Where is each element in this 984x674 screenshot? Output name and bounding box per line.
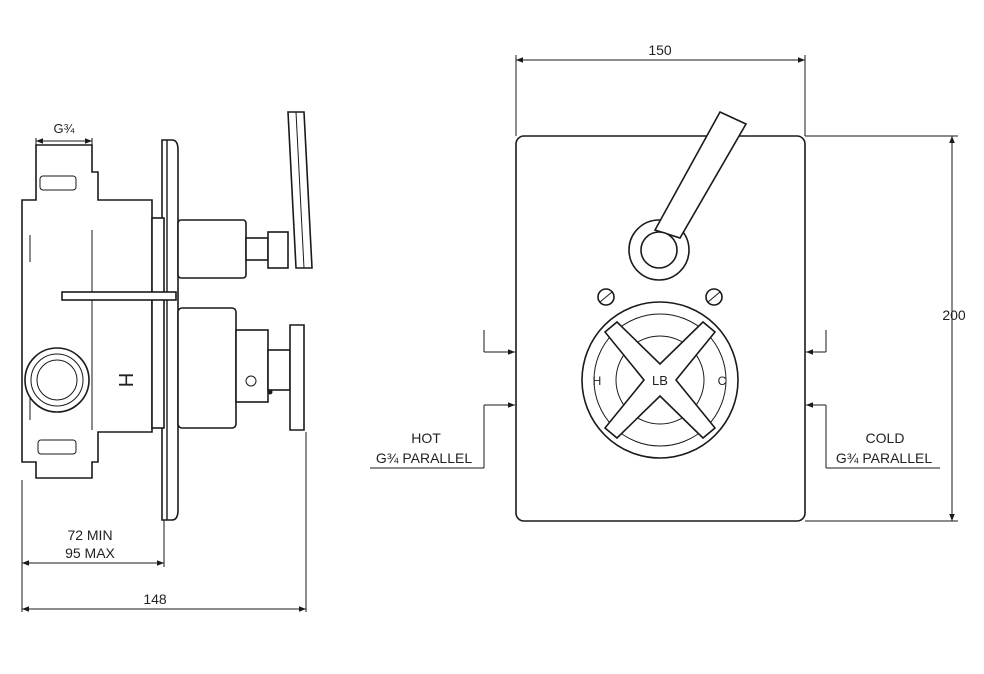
hot-inlet-port bbox=[24, 347, 90, 413]
screw-right bbox=[705, 288, 723, 306]
cold-label-line2: G¾ PARALLEL bbox=[836, 450, 932, 466]
handle-cold-mark: C bbox=[718, 374, 727, 388]
front-width-dimension: 150 bbox=[515, 42, 806, 136]
lever-assembly-side bbox=[177, 111, 313, 279]
hot-label-line2: G¾ PARALLEL bbox=[376, 450, 472, 466]
front-height-label: 200 bbox=[942, 307, 966, 323]
cover-plate-side bbox=[151, 139, 179, 521]
side-hot-mark: H bbox=[114, 373, 136, 387]
depth-max-label: 95 MAX bbox=[65, 545, 115, 561]
hot-label-line1: HOT bbox=[411, 430, 441, 446]
side-view: H G¾ bbox=[21, 111, 313, 612]
cross-handle-assembly-side bbox=[177, 307, 305, 431]
valve-body bbox=[21, 144, 153, 479]
front-view: H C LB 150 200 HOT G¾ PARALLEL bbox=[370, 42, 966, 522]
side-width-label: 148 bbox=[143, 591, 167, 607]
depth-dimension: 72 MIN 95 MAX bbox=[21, 480, 165, 612]
depth-min-label: 72 MIN bbox=[67, 527, 112, 543]
cross-handle-front: H C LB bbox=[581, 301, 739, 459]
handle-hot-mark: H bbox=[593, 374, 602, 388]
cold-inlet-dimension: COLD G¾ PARALLEL bbox=[806, 330, 940, 469]
spindle-bar bbox=[61, 291, 177, 301]
front-width-label: 150 bbox=[648, 42, 672, 58]
logo-text: LB bbox=[652, 373, 668, 388]
side-width-dimension: 148 bbox=[22, 432, 307, 612]
screw-left bbox=[597, 288, 615, 306]
thread-dimension: G¾ bbox=[35, 121, 93, 172]
thread-label: G¾ bbox=[54, 121, 75, 136]
front-height-dimension: 200 bbox=[805, 135, 966, 522]
lever-front bbox=[628, 110, 748, 281]
cold-label-line1: COLD bbox=[866, 430, 905, 446]
hot-inlet-dimension: HOT G¾ PARALLEL bbox=[370, 330, 515, 469]
